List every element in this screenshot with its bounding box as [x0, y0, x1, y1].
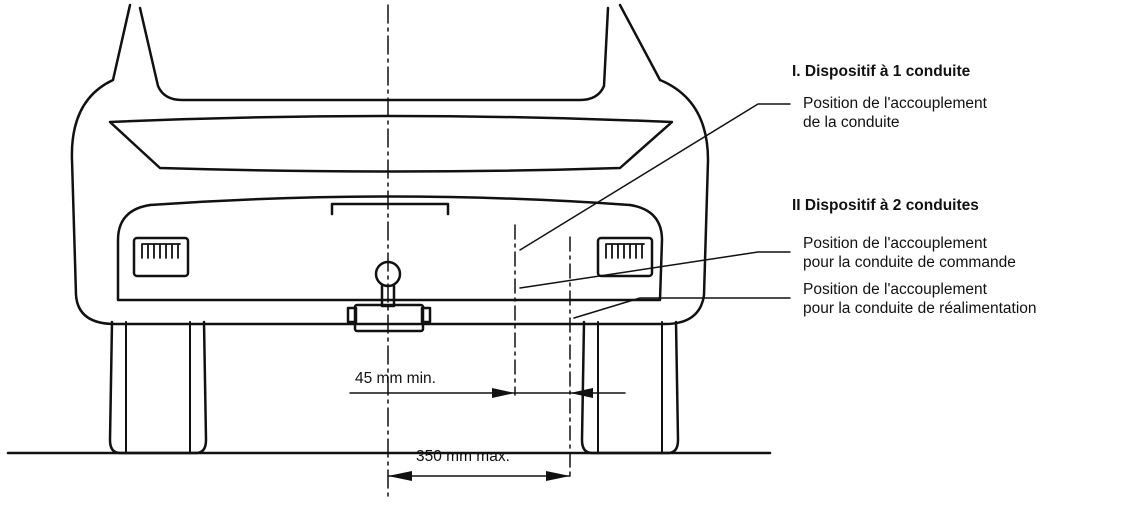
leader-line-3 [573, 297, 791, 319]
right-lamp [596, 236, 654, 278]
vehicle-body [70, 3, 710, 326]
dim-45-label: 45 mm min. [355, 370, 436, 387]
section1-item1-line2: de la conduite [803, 114, 900, 131]
dim-350-label: 350 mm max. [416, 448, 510, 465]
dim-350-arrow-right [546, 471, 570, 481]
section2-item1-line2: pour la conduite de commande [803, 254, 1016, 271]
plate-bracket [330, 202, 450, 216]
section2-item2-line1: Position de l'accouplement [803, 281, 987, 298]
rear-window [138, 6, 610, 102]
leader-line-1 [519, 103, 791, 251]
right-wheel [580, 320, 680, 455]
dim-45-arrow-right [570, 388, 593, 398]
tow-hitch [346, 260, 432, 333]
rear-panel [116, 203, 664, 302]
section2-item2-line2: pour la conduite de réalimentation [803, 300, 1037, 317]
dim-45-arrow-left [492, 388, 515, 398]
dim-350-arrow-left [388, 471, 412, 481]
left-wheel [108, 320, 208, 455]
section2-heading: II Dispositif à 2 conduites [792, 197, 979, 214]
trunk-lid [108, 114, 674, 173]
panel-upper-curve [148, 195, 632, 207]
section1-item1-line1: Position de l'accouplement [803, 95, 987, 112]
left-lamp [132, 236, 190, 278]
leader-line-2 [519, 251, 791, 289]
section2-item1-line1: Position de l'accouplement [803, 235, 987, 252]
section1-heading: I. Dispositif à 1 conduite [792, 63, 971, 80]
